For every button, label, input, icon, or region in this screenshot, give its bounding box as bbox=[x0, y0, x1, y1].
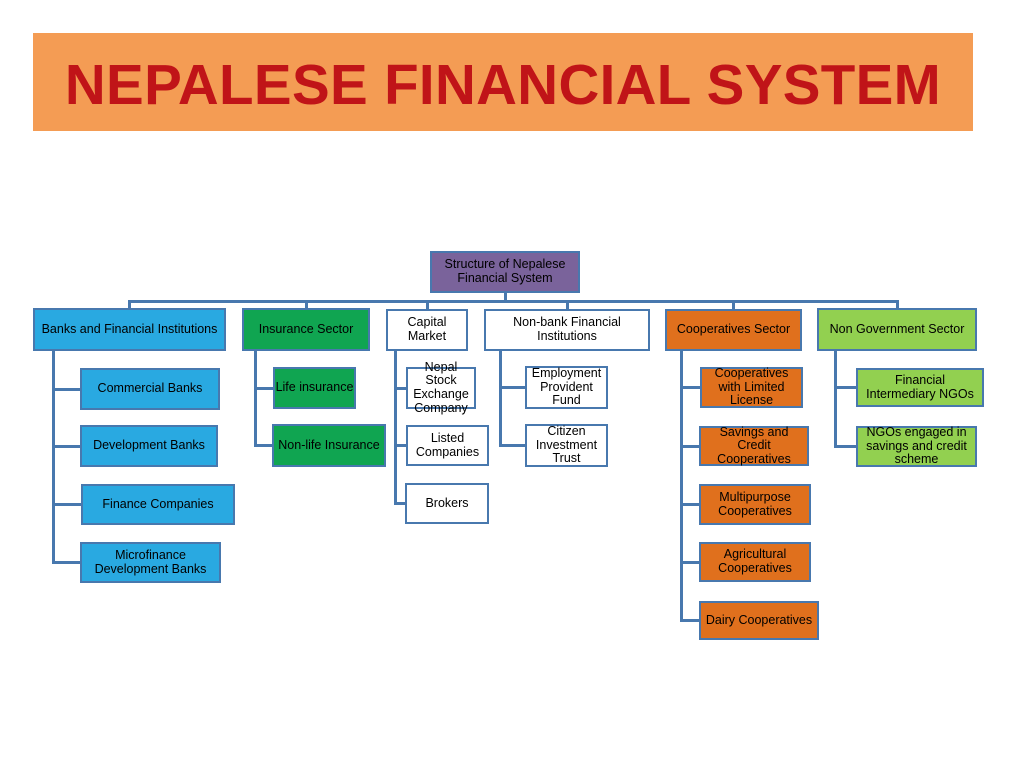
node-multipurpose-cooperatives: Multipurpose Cooperatives bbox=[699, 484, 811, 525]
node-ngos-savings-credit-scheme: NGOs engaged in savings and credit schem… bbox=[856, 425, 977, 467]
node-brokers-label: Brokers bbox=[425, 495, 469, 510]
node-insurance-label: Insurance Sector bbox=[258, 321, 354, 336]
node-dairy-cooperatives: Dairy Cooperatives bbox=[699, 601, 819, 640]
connector-capital-elbow-2 bbox=[393, 444, 407, 447]
connector-stub-capital bbox=[425, 300, 429, 310]
connector-stub-insurance bbox=[304, 300, 308, 310]
node-agricultural-cooperatives: Agricultural Cooperatives bbox=[699, 542, 811, 582]
node-nonlife-insurance: Non-life Insurance bbox=[272, 424, 386, 467]
connector-nongov-vertical bbox=[833, 348, 837, 448]
node-life-insurance: Life insurance bbox=[273, 367, 356, 409]
node-savings-label: Savings and Credit Cooperatives bbox=[717, 424, 791, 466]
connector-capital-vertical bbox=[393, 348, 397, 505]
title-banner: NEPALESE FINANCIAL SYSTEM bbox=[33, 33, 973, 131]
connector-insurance-elbow-1 bbox=[253, 386, 274, 390]
connector-stub-nonbank bbox=[565, 300, 569, 310]
connector-main-horizontal bbox=[127, 300, 899, 303]
node-finance-companies-label: Finance Companies bbox=[102, 496, 214, 511]
connector-nongov-elbow-2 bbox=[833, 445, 857, 448]
node-cit-label: Citizen Investment Trust bbox=[535, 424, 598, 466]
node-nepal-stock-exchange-company: Nepal Stock Exchange Company bbox=[406, 360, 476, 414]
node-listed-companies: Listed Companies bbox=[406, 425, 489, 466]
connector-capital-elbow-3 bbox=[393, 502, 406, 505]
node-development-banks: Development Banks bbox=[80, 425, 218, 467]
node-development-banks-label: Development Banks bbox=[93, 438, 205, 453]
connector-nonbank-vertical bbox=[498, 348, 502, 447]
connector-cooperatives-elbow-4 bbox=[679, 560, 700, 564]
node-nonlife-insurance-label: Non-life Insurance bbox=[278, 437, 380, 452]
connector-insurance-vertical bbox=[253, 348, 257, 447]
connector-cooperatives-elbow-3 bbox=[679, 503, 700, 506]
connector-stub-cooperatives bbox=[732, 300, 735, 310]
connector-nonbank-elbow-2 bbox=[498, 444, 526, 447]
connector-nonbank-elbow-1 bbox=[498, 386, 526, 389]
connector-nongov-elbow-1 bbox=[833, 386, 857, 389]
node-nonbank-financial-institutions: Non-bank Financial Institutions bbox=[484, 309, 650, 351]
connector-root-stub bbox=[503, 293, 507, 302]
node-cooperatives-with-limited-license: Cooperatives with Limited License bbox=[700, 366, 803, 408]
node-listed-companies-label: Listed Companies bbox=[415, 430, 480, 459]
node-microfinance-development-banks: Microfinance Development Banks bbox=[80, 542, 221, 583]
slide-title: NEPALESE FINANCIAL SYSTEM bbox=[64, 52, 942, 116]
node-capital-market: Capital Market bbox=[386, 309, 468, 351]
node-brokers: Brokers bbox=[405, 483, 489, 524]
node-cooperatives-label: Cooperatives Sector bbox=[676, 322, 791, 337]
connector-cooperatives-vertical bbox=[679, 348, 683, 622]
node-nongov-label: Non Government Sector bbox=[829, 321, 965, 336]
connector-stub-nongov bbox=[895, 300, 899, 310]
node-dairy-label: Dairy Cooperatives bbox=[705, 612, 813, 627]
connector-cooperatives-elbow-2 bbox=[679, 444, 700, 448]
node-capital-label: Capital Market bbox=[407, 315, 447, 343]
node-microfinance-label: Microfinance Development Banks bbox=[94, 547, 207, 576]
node-financial-intermediary-ngos: Financial Intermediary NGOs bbox=[856, 368, 984, 407]
node-nepse-label: Nepal Stock Exchange Company bbox=[413, 359, 469, 415]
node-life-insurance-label: Life insurance bbox=[275, 380, 354, 395]
connector-banks-elbow-1 bbox=[51, 387, 81, 391]
connector-banks-elbow-4 bbox=[51, 561, 81, 564]
connector-insurance-elbow-2 bbox=[253, 444, 273, 447]
node-non-government-sector: Non Government Sector bbox=[817, 308, 977, 351]
node-employment-provident-fund: Employment Provident Fund bbox=[525, 366, 608, 409]
node-citizen-investment-trust: Citizen Investment Trust bbox=[525, 424, 608, 467]
node-ngos-label: NGOs engaged in savings and credit schem… bbox=[866, 425, 967, 467]
node-cooplim-label: Cooperatives with Limited License bbox=[714, 366, 789, 408]
node-commercial-banks-label: Commercial Banks bbox=[97, 381, 203, 396]
node-multipurpose-label: Multipurpose Cooperatives bbox=[718, 489, 792, 518]
connector-stub-banks bbox=[127, 300, 131, 310]
node-savings-and-credit-cooperatives: Savings and Credit Cooperatives bbox=[699, 424, 809, 466]
node-structure-root: Structure of Nepalese Financial System bbox=[430, 251, 580, 293]
node-fingo-label: Financial Intermediary NGOs bbox=[866, 372, 974, 401]
node-nonbank-label: Non-bank Financial Institutions bbox=[513, 315, 621, 343]
node-structure-root-label: Structure of Nepalese Financial System bbox=[444, 257, 566, 285]
connector-banks-elbow-2 bbox=[51, 444, 81, 448]
node-finance-companies: Finance Companies bbox=[81, 484, 235, 525]
node-banks-and-financial-institutions: Banks and Financial Institutions bbox=[33, 308, 226, 351]
connector-banks-vertical bbox=[51, 348, 55, 564]
node-epf-label: Employment Provident Fund bbox=[531, 366, 602, 408]
node-commercial-banks: Commercial Banks bbox=[80, 368, 220, 410]
node-banks-label: Banks and Financial Institutions bbox=[41, 321, 218, 336]
node-insurance-sector: Insurance Sector bbox=[242, 308, 370, 351]
connector-capital-elbow-1 bbox=[393, 386, 407, 390]
node-agricultural-label: Agricultural Cooperatives bbox=[718, 547, 792, 575]
connector-cooperatives-elbow-1 bbox=[679, 386, 701, 389]
connector-cooperatives-elbow-5 bbox=[679, 619, 700, 622]
node-cooperatives-sector: Cooperatives Sector bbox=[665, 309, 802, 351]
connector-banks-elbow-3 bbox=[51, 503, 82, 506]
